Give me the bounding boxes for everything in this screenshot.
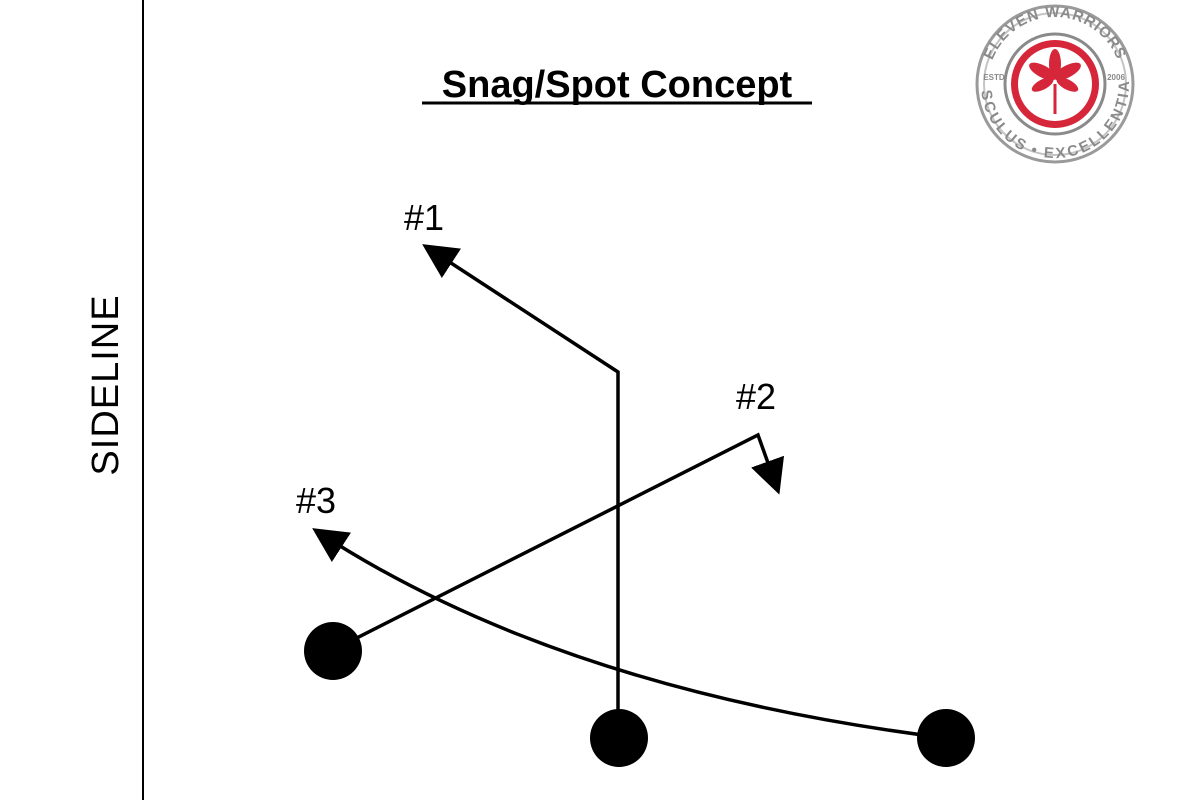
route-label-1: #1 [404, 197, 444, 238]
buckeye-leaf-icon [1029, 49, 1081, 114]
route-3-flat [312, 528, 947, 740]
logo-estd-text: ESTD [983, 73, 1005, 82]
route-2-spot [332, 432, 785, 652]
logo-year-text: 2006 [1107, 73, 1125, 82]
route-1-snag [422, 244, 620, 738]
player-receiver-2 [917, 709, 975, 767]
route-label-3: #3 [296, 480, 336, 521]
player-receiver-1 [590, 709, 648, 767]
diagram-title: Snag/Spot Concept [442, 64, 793, 106]
player-receiver-3 [304, 622, 362, 680]
sideline-label: SIDELINE [85, 294, 127, 475]
route-label-2: #2 [736, 376, 776, 417]
